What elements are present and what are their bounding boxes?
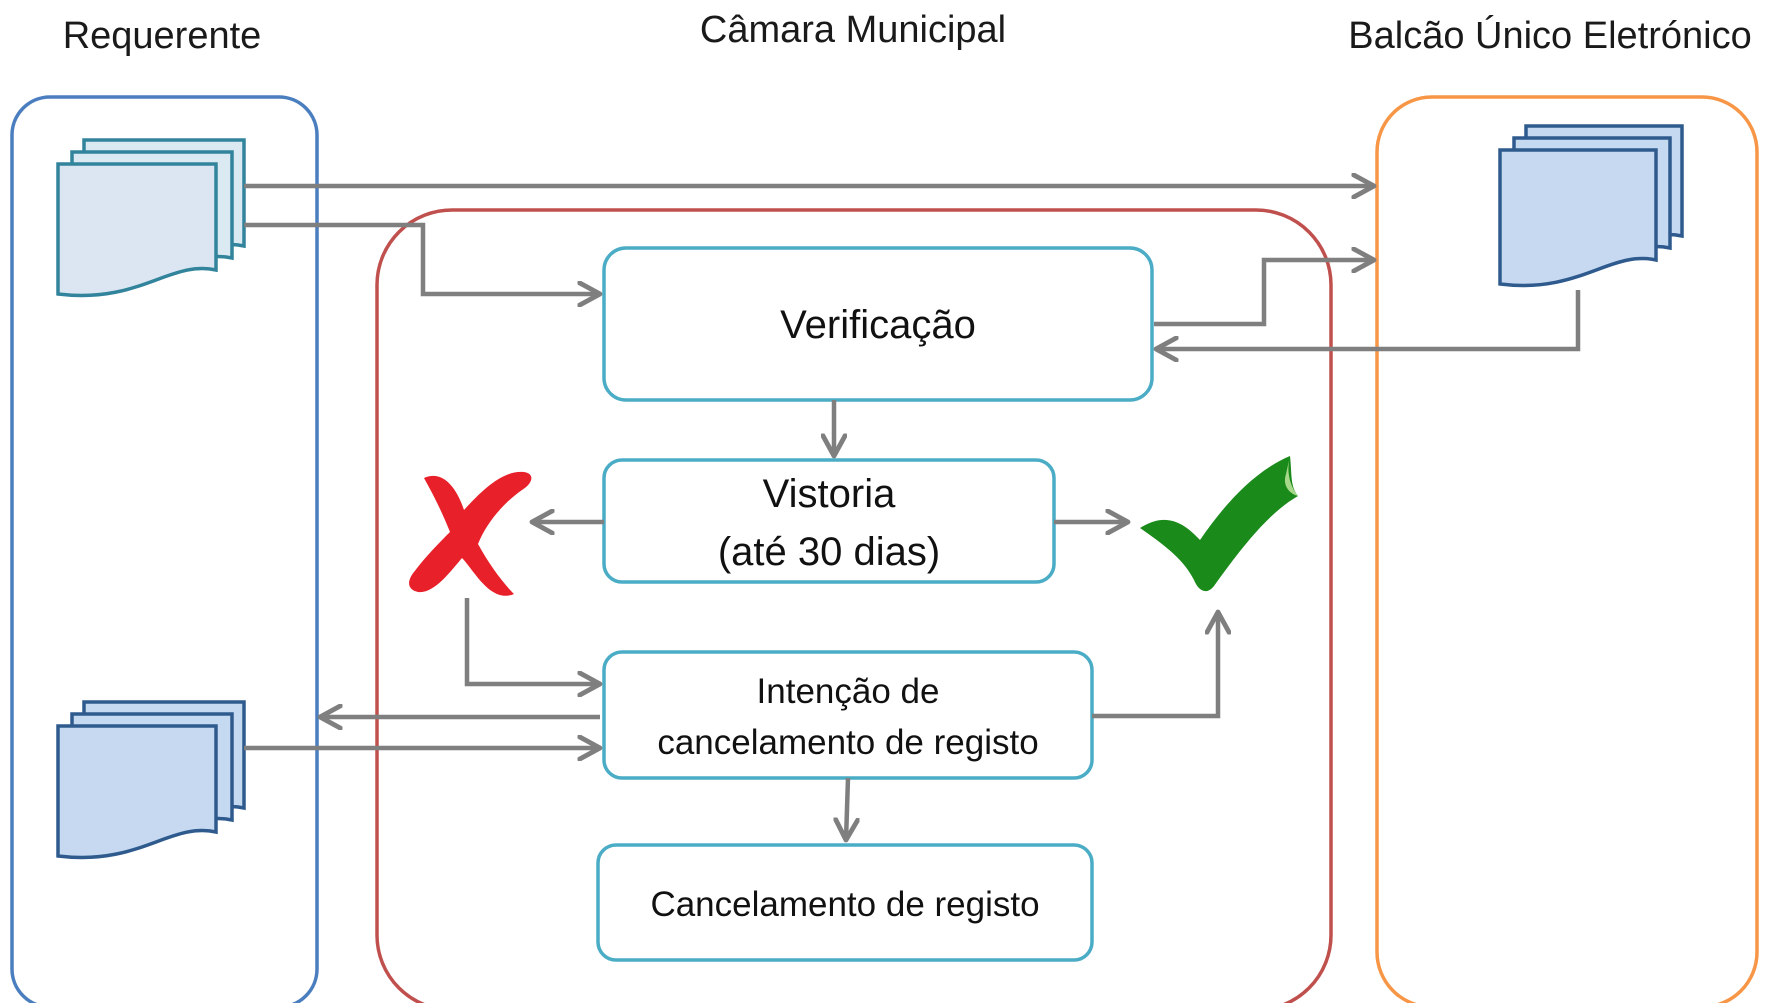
document-stack-icon <box>56 700 246 860</box>
camara-lane <box>375 208 1333 1003</box>
flow-arrows <box>244 186 1581 840</box>
document-stack-icon <box>1498 124 1684 288</box>
intencao-label-line2: cancelamento de registo <box>657 723 1038 762</box>
arrow-verificacao-to-balcao <box>1154 260 1374 327</box>
verificacao-label: Verificação <box>780 303 976 347</box>
vistoria-label-line1: Vistoria <box>763 472 896 516</box>
arrow-reject-to-intencao <box>464 598 600 684</box>
arrow-intencao-to-cancelamento <box>846 777 848 840</box>
balcao-lane <box>1375 95 1759 1003</box>
camara-title: Câmara Municipal <box>700 9 1006 51</box>
verificacao-box <box>602 246 1154 402</box>
green-check-icon <box>1140 456 1298 592</box>
red-x-icon <box>409 471 532 596</box>
balcao-title: Balcão Único Eletrónico <box>1348 14 1751 57</box>
requerente-lane <box>10 95 319 1003</box>
vistoria-label-line2: (até 30 dias) <box>718 530 940 574</box>
intencao-label-line1: Intenção de <box>757 672 940 711</box>
cancelamento-box <box>596 843 1094 962</box>
arrow-intencao-to-approve <box>1092 612 1218 719</box>
requerente-title: Requerente <box>63 15 262 57</box>
document-stack-icon <box>56 138 246 298</box>
arrow-requerente-to-verificacao <box>244 222 600 294</box>
cancelamento-label: Cancelamento de registo <box>650 885 1039 924</box>
arrow-balcao-to-verificacao <box>1156 290 1581 349</box>
